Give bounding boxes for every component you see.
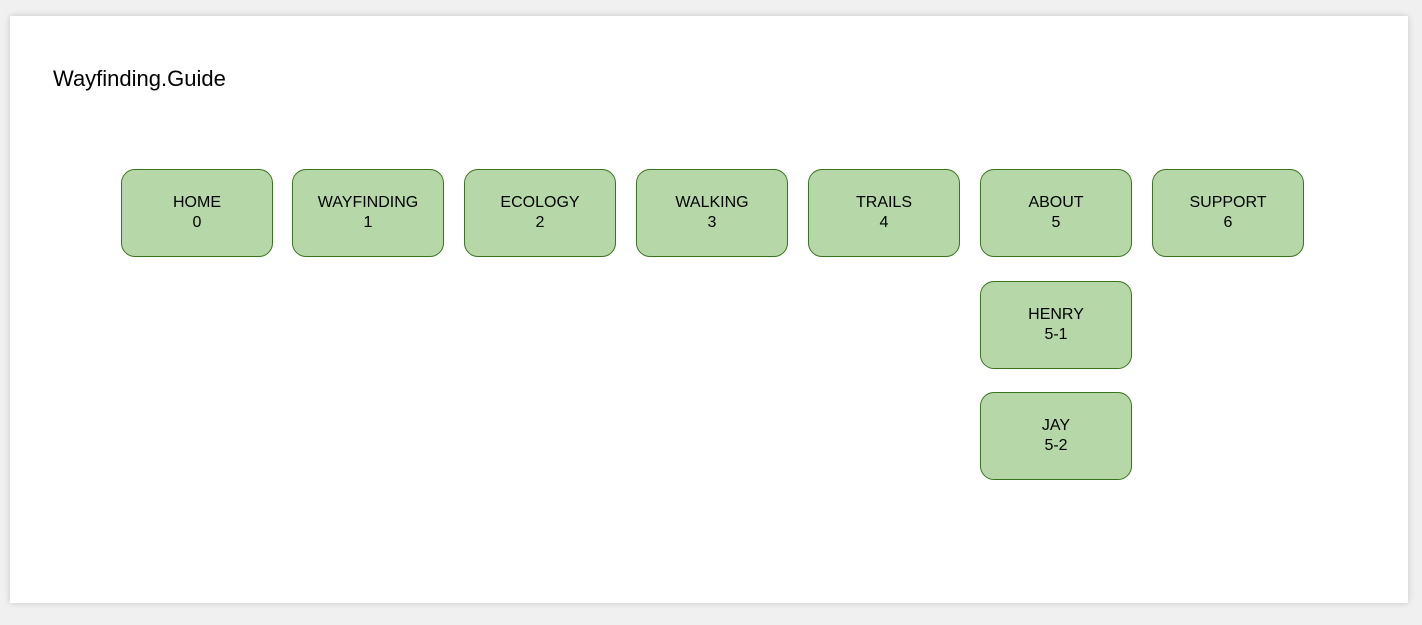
node-trails[interactable]: TRAILS 4	[808, 169, 960, 257]
node-number: 0	[192, 214, 202, 231]
node-number: 5-1	[1044, 326, 1068, 343]
page-title: Wayfinding.Guide	[53, 66, 226, 91]
node-number: 5-2	[1044, 437, 1068, 454]
node-number: 2	[535, 214, 545, 231]
node-home[interactable]: HOME 0	[121, 169, 273, 257]
node-walking[interactable]: WALKING 3	[636, 169, 788, 257]
node-label: HOME	[173, 194, 221, 211]
node-wayfinding[interactable]: WAYFINDING 1	[292, 169, 444, 257]
node-label: WAYFINDING	[317, 194, 419, 211]
node-henry[interactable]: HENRY 5-1	[980, 281, 1132, 369]
node-number: 6	[1223, 214, 1233, 231]
diagram-canvas	[10, 16, 1408, 603]
node-label: ECOLOGY	[500, 194, 580, 211]
node-label: SUPPORT	[1189, 194, 1267, 211]
node-label: ABOUT	[1028, 194, 1084, 211]
node-jay[interactable]: JAY 5-2	[980, 392, 1132, 480]
node-number: 3	[707, 214, 717, 231]
node-label: JAY	[1041, 417, 1071, 434]
node-label: HENRY	[1028, 306, 1084, 323]
node-label: TRAILS	[855, 194, 912, 211]
node-ecology[interactable]: ECOLOGY 2	[464, 169, 616, 257]
node-support[interactable]: SUPPORT 6	[1152, 169, 1304, 257]
node-about[interactable]: ABOUT 5	[980, 169, 1132, 257]
node-label: WALKING	[675, 194, 749, 211]
node-number: 4	[879, 214, 889, 231]
node-number: 5	[1051, 214, 1061, 231]
node-number: 1	[363, 214, 373, 231]
